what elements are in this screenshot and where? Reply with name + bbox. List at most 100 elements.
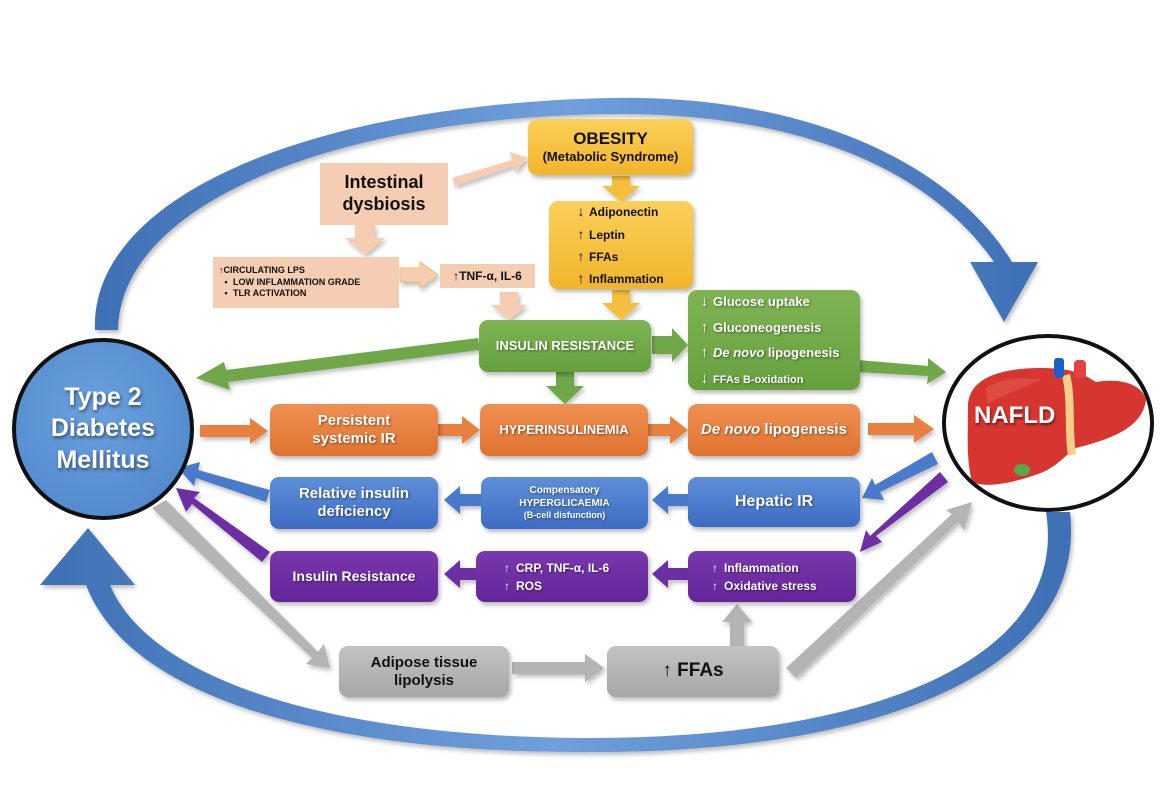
nafld-label: NAFLD bbox=[974, 402, 1056, 429]
arrow-down-icon: ↓ bbox=[700, 293, 709, 310]
inflammation-box: ↑Inflammation ↑ Oxidative stress bbox=[688, 551, 856, 602]
hepatic-effect-text: lipogenesis bbox=[764, 345, 840, 360]
adipokine-text: Leptin bbox=[589, 227, 625, 242]
nafld-node: NAFLD bbox=[942, 334, 1154, 512]
hepatic-effect-text: FFAs B-oxidation bbox=[713, 373, 804, 386]
dnl-box: De novo lipogenesis bbox=[688, 404, 860, 456]
arrow-obesity-to-adipokines bbox=[602, 176, 640, 202]
arrow-hepatic-effects-to-nafld bbox=[858, 358, 946, 384]
obesity-subtitle: (Metabolic Syndrome) bbox=[542, 149, 679, 165]
adipokine-item: ↑ Inflammation bbox=[573, 267, 664, 289]
lps-bullet-1-text: LOW INFLAMMATION GRADE bbox=[233, 276, 361, 287]
adipose-line-1: Adipose tissue bbox=[370, 653, 478, 671]
arrow-dysbiosis-to-lps bbox=[345, 225, 385, 255]
inflammation-item: ↑Inflammation bbox=[706, 559, 799, 577]
relative-deficiency-box: Relative insulin deficiency bbox=[270, 477, 438, 529]
adipokine-item: ↓Adiponectin bbox=[573, 200, 659, 222]
persistent-ir-line-2: systemic IR bbox=[312, 430, 396, 447]
arrow-up-icon: ↑ bbox=[577, 270, 585, 287]
persistent-ir-box: Persistent systemic IR bbox=[270, 404, 438, 456]
arrow-up-icon: ↑ bbox=[504, 560, 510, 575]
arrow-hyperinsulinemia-to-dnl bbox=[648, 416, 688, 444]
adipose-box: Adipose tissue lipolysis bbox=[339, 646, 509, 697]
ffas-box: ↑ FFAs bbox=[607, 646, 779, 697]
arrow-up-icon: ↑ bbox=[577, 248, 585, 264]
dysbiosis-line-1: Intestinal bbox=[344, 172, 424, 193]
crp-item: ↑ ROS bbox=[498, 577, 542, 595]
lps-bullet-1: • LOW INFLAMMATION GRADE bbox=[219, 277, 360, 289]
tnf-box: ↑TNF-α, IL-6 bbox=[440, 264, 535, 288]
lps-title: ↑CIRCULATING LPS bbox=[219, 264, 305, 275]
arrow-nafld-to-hepatic-ir bbox=[862, 452, 938, 500]
obesity-title: OBESITY bbox=[573, 129, 648, 148]
compensatory-line-3: (B-cell disfunction) bbox=[523, 510, 606, 521]
crp-box: ↑ CRP, TNF-α, IL-6 ↑ ROS bbox=[476, 551, 648, 602]
obesity-box: OBESITY (Metabolic Syndrome) bbox=[528, 119, 693, 175]
arrow-inflammation-to-crp bbox=[652, 560, 690, 588]
arrow-up-icon: ↑ bbox=[577, 225, 585, 242]
adipokines-box: ↓Adiponectin ↑ Leptin ↑ FFAs ↑ Inflammation bbox=[549, 201, 693, 289]
adipokine-text: FFAs bbox=[589, 250, 619, 264]
adipokine-text: Adiponectin bbox=[589, 205, 659, 220]
dysbiosis-line-2: dysbiosis bbox=[342, 194, 426, 214]
hyperinsulinemia-label: HYPERINSULINEMIA bbox=[499, 422, 629, 438]
arrow-hepatic-ir-to-compensatory bbox=[652, 486, 690, 514]
lps-bullet-2: •TLR ACTIVATION bbox=[219, 288, 306, 300]
arrow-lps-to-tnf bbox=[399, 261, 439, 289]
arrow-ffas-to-inflammation bbox=[722, 604, 752, 646]
hepatic-effects-box: ↓Glucose uptake ↑Gluconeogenesis ↑De nov… bbox=[688, 290, 860, 390]
inflammation-text: Oxidative stress bbox=[724, 578, 817, 593]
adipokine-text: Inflammation bbox=[589, 272, 664, 287]
compensatory-line-2: HYPERGLICAEMIA bbox=[519, 498, 610, 510]
insulin-resistance-bottom-box: Insulin Resistance bbox=[270, 551, 438, 602]
inflammation-item: ↑ Oxidative stress bbox=[706, 577, 817, 595]
persistent-ir-line-1: Persistent bbox=[317, 412, 391, 429]
lps-bullet-2-text: TLR ACTIVATION bbox=[233, 288, 307, 299]
insulin-resistance-bottom-label: Insulin Resistance bbox=[292, 568, 416, 585]
hepatic-effect-item: ↓Glucose uptake bbox=[696, 289, 810, 315]
arrow-t2dm-to-adipose bbox=[152, 500, 330, 668]
t2dm-line-3: Mellitus bbox=[56, 445, 150, 474]
crp-text: CRP, TNF-α, IL-6 bbox=[516, 560, 610, 575]
crp-item: ↑ CRP, TNF-α, IL-6 bbox=[498, 559, 609, 577]
arrow-adipokines-to-ir bbox=[602, 290, 640, 320]
arrow-up-icon: ↑ bbox=[712, 560, 718, 575]
hepatic-effect-italic: De novo bbox=[713, 345, 765, 360]
lps-box: ↑CIRCULATING LPS • LOW INFLAMMATION GRADE… bbox=[213, 257, 399, 308]
hepatic-effect-item: ↓FFAs B-oxidation bbox=[696, 366, 804, 392]
compensatory-box: Compensatory HYPERGLICAEMIA (B-cell disf… bbox=[481, 477, 648, 529]
bullet-glyph: • bbox=[224, 276, 228, 287]
arrow-up-icon: ↑ bbox=[504, 578, 510, 593]
arrow-nafld-to-inflammation bbox=[860, 472, 948, 552]
arrow-dnl-to-nafld bbox=[868, 415, 934, 443]
hepatic-ir-box: Hepatic IR bbox=[688, 477, 860, 527]
arrow-dysbiosis-to-obesity bbox=[452, 152, 528, 186]
dysbiosis-box: Intestinal dysbiosis bbox=[320, 163, 448, 225]
arrow-compensatory-to-deficiency bbox=[444, 486, 482, 514]
dnl-text: lipogenesis bbox=[760, 421, 847, 438]
arrow-insulin-resistance-to-t2dm bbox=[176, 488, 270, 562]
adipokine-item: ↑ Leptin bbox=[573, 223, 626, 245]
arrow-ir-to-hepatic-effects bbox=[652, 328, 688, 362]
liver-icon bbox=[967, 358, 1146, 485]
arrow-tnf-to-ir bbox=[491, 292, 527, 320]
arrow-deficiency-to-t2dm bbox=[178, 462, 270, 502]
compensatory-line-1: Compensatory bbox=[529, 485, 600, 497]
hepatic-effect-item: ↑Gluconeogenesis bbox=[696, 315, 822, 341]
t2dm-line-1: Type 2 bbox=[64, 383, 142, 412]
arrow-persistent-to-hyperinsulinemia bbox=[438, 416, 480, 444]
hyperinsulinemia-box: HYPERINSULINEMIA bbox=[480, 404, 648, 456]
arrow-crp-to-insulin-resistance bbox=[444, 560, 478, 588]
hepatic-effect-text: Gluconeogenesis bbox=[713, 319, 822, 335]
arrow-ir-to-t2dm bbox=[196, 338, 480, 390]
arrow-adipose-to-ffas bbox=[512, 654, 604, 682]
ffas-label: ↑ FFAs bbox=[662, 660, 724, 682]
hepatic-ir-label: Hepatic IR bbox=[734, 493, 814, 511]
arrow-up-icon: ↑ bbox=[700, 318, 709, 336]
crp-text: ROS bbox=[516, 578, 543, 593]
hepatic-effect-item: ↑De novo lipogenesis bbox=[696, 340, 840, 366]
relative-deficiency-line-2: deficiency bbox=[317, 503, 391, 520]
arrow-up-icon: ↑ bbox=[712, 578, 718, 593]
arrow-t2dm-to-persistent-ir bbox=[200, 418, 268, 444]
